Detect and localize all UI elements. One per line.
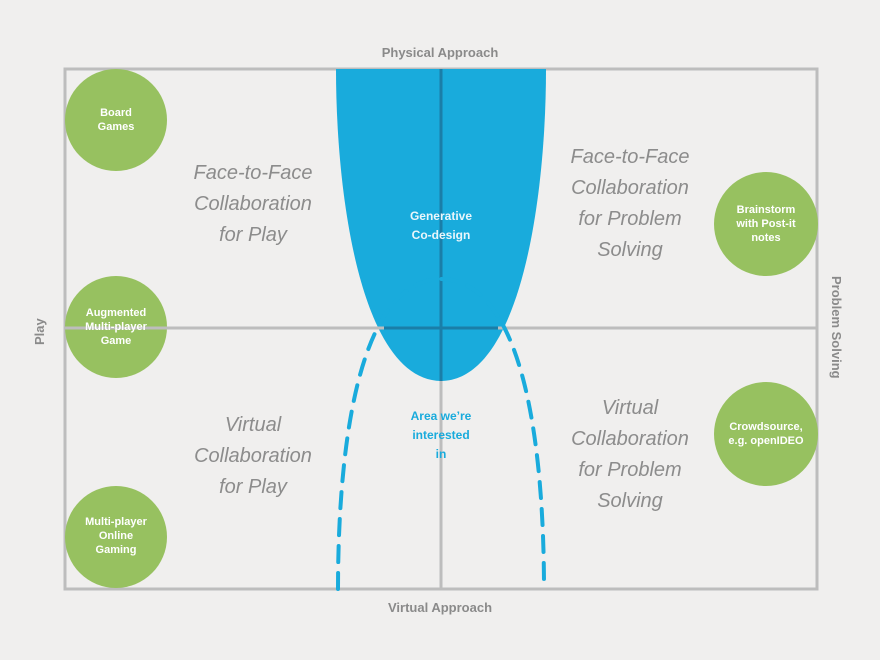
- example-circle-brainstorm: [714, 172, 818, 276]
- quadrant-label-bottom-left: Virtual Collaboration for Play: [194, 414, 312, 498]
- axis-label-top: Physical Approach: [381, 45, 499, 60]
- interest-area-dashed-outline: [336, 276, 546, 591]
- example-label-crowdsource: Crowdsource, e.g. openIDEO: [728, 421, 804, 447]
- axis-label-bottom: Virtual Approach: [387, 600, 493, 615]
- example-label-online-gaming: Multi-player Online Gaming: [85, 516, 147, 556]
- example-circle-online-gaming: [65, 486, 167, 588]
- axis-label-left: Play: [32, 318, 47, 345]
- example-label-board-games: Board Games: [97, 107, 135, 133]
- example-circle-board-games: [65, 69, 167, 171]
- example-label-augmented: Augmented Multi-player Game: [85, 307, 147, 347]
- example-label-brainstorm: Brainstorm with Post-it notes: [736, 204, 796, 244]
- generative-codesign-label: Generative Co-design: [409, 209, 473, 242]
- quadrant-label-bottom-right: Virtual Collaboration for Problem Solvin…: [571, 397, 689, 512]
- quadrant-label-top-right: Face-to-Face Collaboration for Problem S…: [570, 146, 690, 261]
- interest-area-label: Area we’re interested in: [410, 409, 472, 461]
- axis-label-right: Problem Solving: [829, 276, 844, 379]
- quadrant-label-top-left: Face-to-Face Collaboration for Play: [193, 162, 313, 246]
- example-circle-crowdsource: [714, 382, 818, 486]
